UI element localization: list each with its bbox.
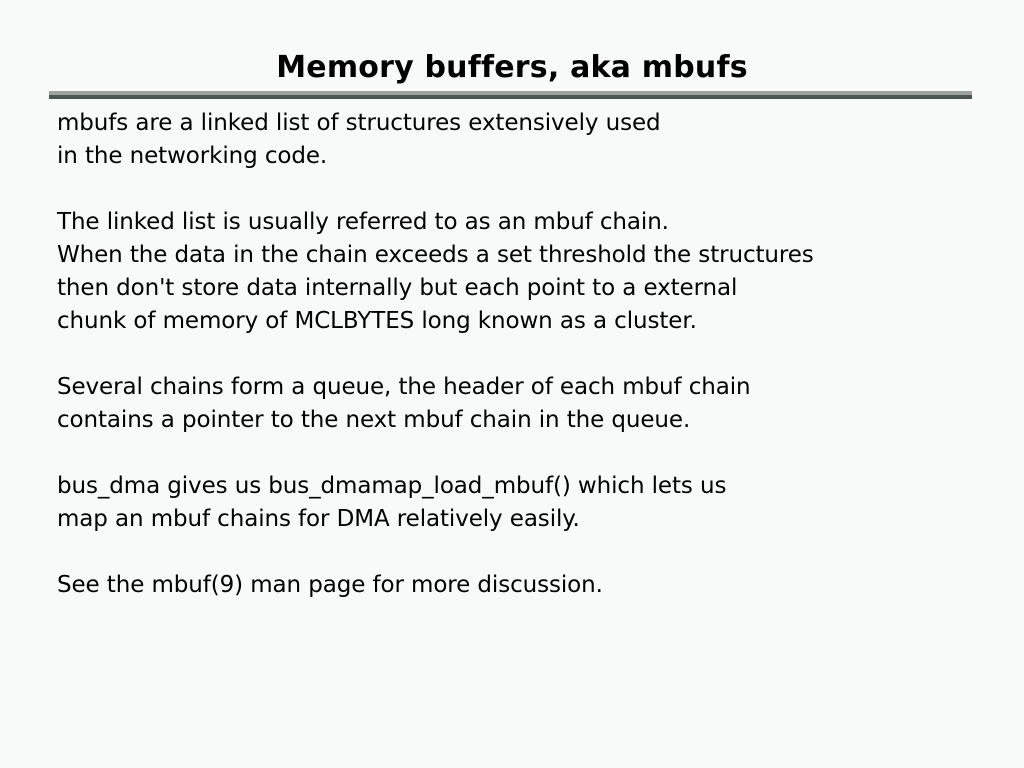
body-line: map an mbuf chains for DMA relatively ea… [57, 506, 580, 532]
body-line: Several chains form a queue, the header … [57, 374, 751, 400]
slide-body: mbufs are a linked list of structures ex… [57, 107, 987, 602]
paragraph-queue: Several chains form a queue, the header … [57, 371, 987, 437]
divider-highlight-band [49, 91, 972, 95]
divider-shadow-band [49, 95, 972, 99]
body-line: mbufs are a linked list of structures ex… [57, 110, 661, 136]
body-line: in the networking code. [57, 143, 328, 169]
paragraph-intro: mbufs are a linked list of structures ex… [57, 107, 987, 173]
body-line: contains a pointer to the next mbuf chai… [57, 407, 691, 433]
title-divider-rule [49, 91, 972, 99]
body-line: When the data in the chain exceeds a set… [57, 242, 814, 268]
body-line: then don't store data internally but eac… [57, 275, 738, 301]
body-line: chunk of memory of MCLBYTES long known a… [57, 308, 697, 334]
body-line: The linked list is usually referred to a… [57, 209, 669, 235]
paragraph-bus-dma: bus_dma gives us bus_dmamap_load_mbuf() … [57, 470, 987, 536]
paragraph-reference: See the mbuf(9) man page for more discus… [57, 569, 987, 602]
body-line: bus_dma gives us bus_dmamap_load_mbuf() … [57, 473, 727, 499]
body-line: See the mbuf(9) man page for more discus… [57, 572, 603, 598]
slide-title: Memory buffers, aka mbufs [276, 50, 748, 85]
paragraph-mbuf-chain: The linked list is usually referred to a… [57, 206, 987, 338]
